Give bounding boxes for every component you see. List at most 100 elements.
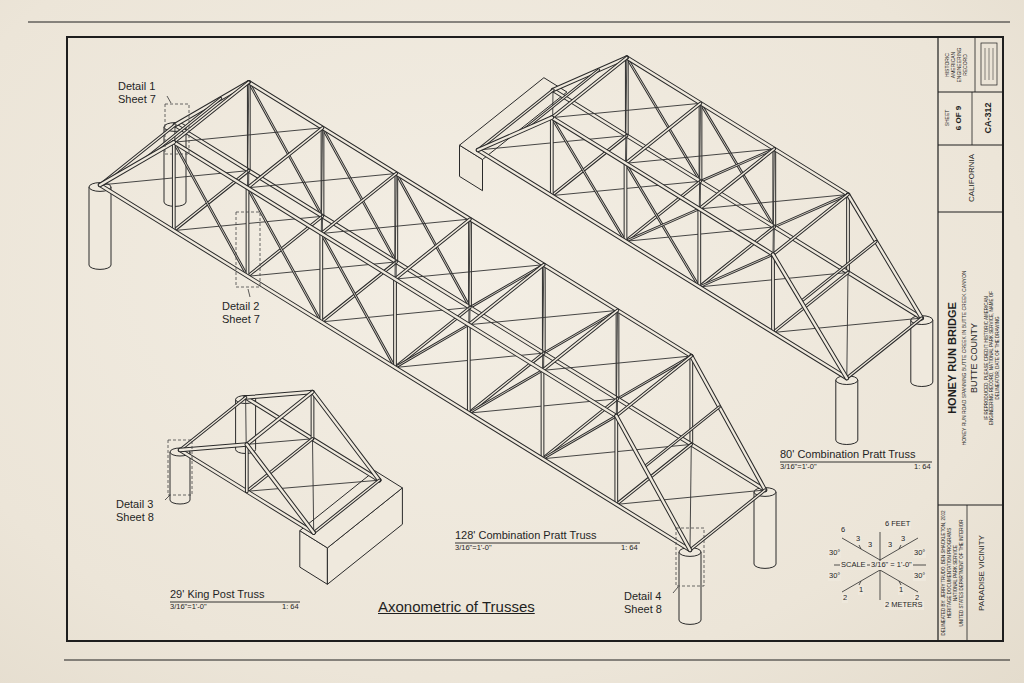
timber-member bbox=[624, 163, 628, 241]
timber-member bbox=[699, 227, 774, 287]
timber-member bbox=[247, 392, 313, 445]
timber-member bbox=[773, 195, 848, 255]
timber-member bbox=[469, 265, 544, 325]
detail-callout: Detail 2 Sheet 7 bbox=[222, 300, 268, 325]
timber-member bbox=[246, 392, 313, 398]
timber-member bbox=[626, 103, 701, 163]
title-block-line bbox=[938, 145, 1003, 146]
scale-tick bbox=[859, 545, 861, 549]
timber-member bbox=[616, 416, 690, 550]
timber-member bbox=[773, 273, 848, 333]
timber-member bbox=[616, 444, 691, 504]
timber-member bbox=[801, 242, 876, 302]
outer-border bbox=[64, 660, 1010, 661]
title-block-line bbox=[938, 505, 1003, 506]
timber-member bbox=[174, 142, 617, 416]
timber-member bbox=[552, 136, 627, 196]
scale-angle: 30° bbox=[913, 549, 926, 558]
timber-member bbox=[395, 219, 470, 279]
timber-member bbox=[614, 416, 618, 504]
timber-member bbox=[246, 445, 248, 492]
iron-rod bbox=[469, 219, 470, 325]
timber-member bbox=[320, 234, 322, 322]
agency-logo bbox=[981, 43, 997, 85]
timber-member bbox=[552, 58, 627, 118]
timber-member bbox=[701, 103, 775, 227]
timber-member bbox=[478, 90, 553, 150]
scale-number: 1 bbox=[858, 586, 864, 595]
timber-member bbox=[395, 325, 469, 368]
scale-note: 3/16" = 1'-0" bbox=[870, 561, 913, 570]
timber-member bbox=[698, 209, 700, 287]
timber-member bbox=[627, 58, 701, 182]
timber-member bbox=[248, 128, 323, 188]
scale-number: 2 bbox=[842, 594, 848, 603]
timber-member bbox=[625, 163, 627, 241]
timber-member bbox=[847, 195, 849, 273]
timber-member bbox=[247, 439, 313, 492]
truss-title: 80' Combination Pratt Truss bbox=[780, 448, 915, 461]
timber-member bbox=[552, 136, 627, 196]
iron-rod bbox=[321, 128, 322, 234]
timber-member bbox=[321, 234, 395, 368]
iron-rod bbox=[847, 273, 848, 379]
timber-member bbox=[552, 118, 626, 242]
timber-member bbox=[626, 181, 701, 241]
timber-member bbox=[773, 195, 848, 255]
timber-member bbox=[100, 125, 175, 185]
project-title: HONEY RUN BRIDGE bbox=[946, 302, 959, 414]
timber-member bbox=[699, 227, 774, 287]
detail-box bbox=[165, 104, 189, 154]
timber-member bbox=[626, 209, 700, 241]
timber-member bbox=[247, 188, 249, 276]
scale-number: 3 bbox=[900, 535, 906, 544]
timber-member bbox=[395, 325, 469, 368]
scale-angle: 30° bbox=[828, 549, 841, 558]
timber-member bbox=[699, 149, 774, 209]
timber-member bbox=[616, 356, 691, 416]
scale-note: 3/16"=1'-0" bbox=[455, 544, 492, 553]
timber-member bbox=[541, 370, 545, 458]
iron-rod bbox=[773, 149, 774, 255]
timber-member bbox=[550, 118, 554, 196]
timber-member bbox=[468, 325, 470, 413]
timber-member bbox=[847, 318, 922, 378]
timber-member bbox=[543, 416, 617, 459]
iron-rod bbox=[248, 82, 249, 188]
iron-rod bbox=[395, 174, 396, 280]
timber-member bbox=[172, 142, 176, 230]
pier-cylinder bbox=[754, 492, 776, 568]
timber-member bbox=[175, 125, 765, 490]
timber-member bbox=[846, 195, 850, 273]
timber-member bbox=[690, 490, 765, 550]
timber-member bbox=[552, 118, 773, 255]
timber-member bbox=[175, 125, 765, 490]
timber-member bbox=[174, 142, 248, 276]
timber-member bbox=[478, 90, 553, 150]
timber-member bbox=[249, 82, 692, 356]
agency-name: HISTORIC AMERICAN ENGINEERING RECORD bbox=[944, 40, 968, 90]
inner-border bbox=[67, 37, 1003, 641]
detail-callout: Detail 4 Sheet 8 bbox=[624, 590, 670, 615]
timber-member bbox=[772, 255, 774, 333]
leader-line bbox=[165, 495, 170, 500]
timber-member bbox=[248, 128, 323, 188]
timber-member bbox=[626, 181, 701, 241]
title-block-line bbox=[937, 37, 938, 641]
timber-member bbox=[543, 310, 618, 370]
timber-member bbox=[321, 174, 396, 234]
scale-angle: 30° bbox=[828, 572, 841, 581]
scale-number: 3 bbox=[855, 535, 861, 544]
outer-border bbox=[28, 22, 1010, 23]
timber-member bbox=[394, 279, 396, 367]
timber-member bbox=[174, 142, 617, 416]
title-block-line bbox=[938, 92, 1003, 93]
iron-rod bbox=[616, 310, 617, 416]
iron-rod bbox=[699, 103, 700, 209]
state-name: CALIFORNIA bbox=[967, 154, 977, 202]
timber-member bbox=[467, 325, 471, 413]
scale-tick bbox=[899, 545, 901, 549]
timber-member bbox=[552, 58, 627, 118]
timber-member bbox=[311, 392, 315, 439]
sheet-title: Axonometric of Trusses bbox=[378, 598, 535, 615]
